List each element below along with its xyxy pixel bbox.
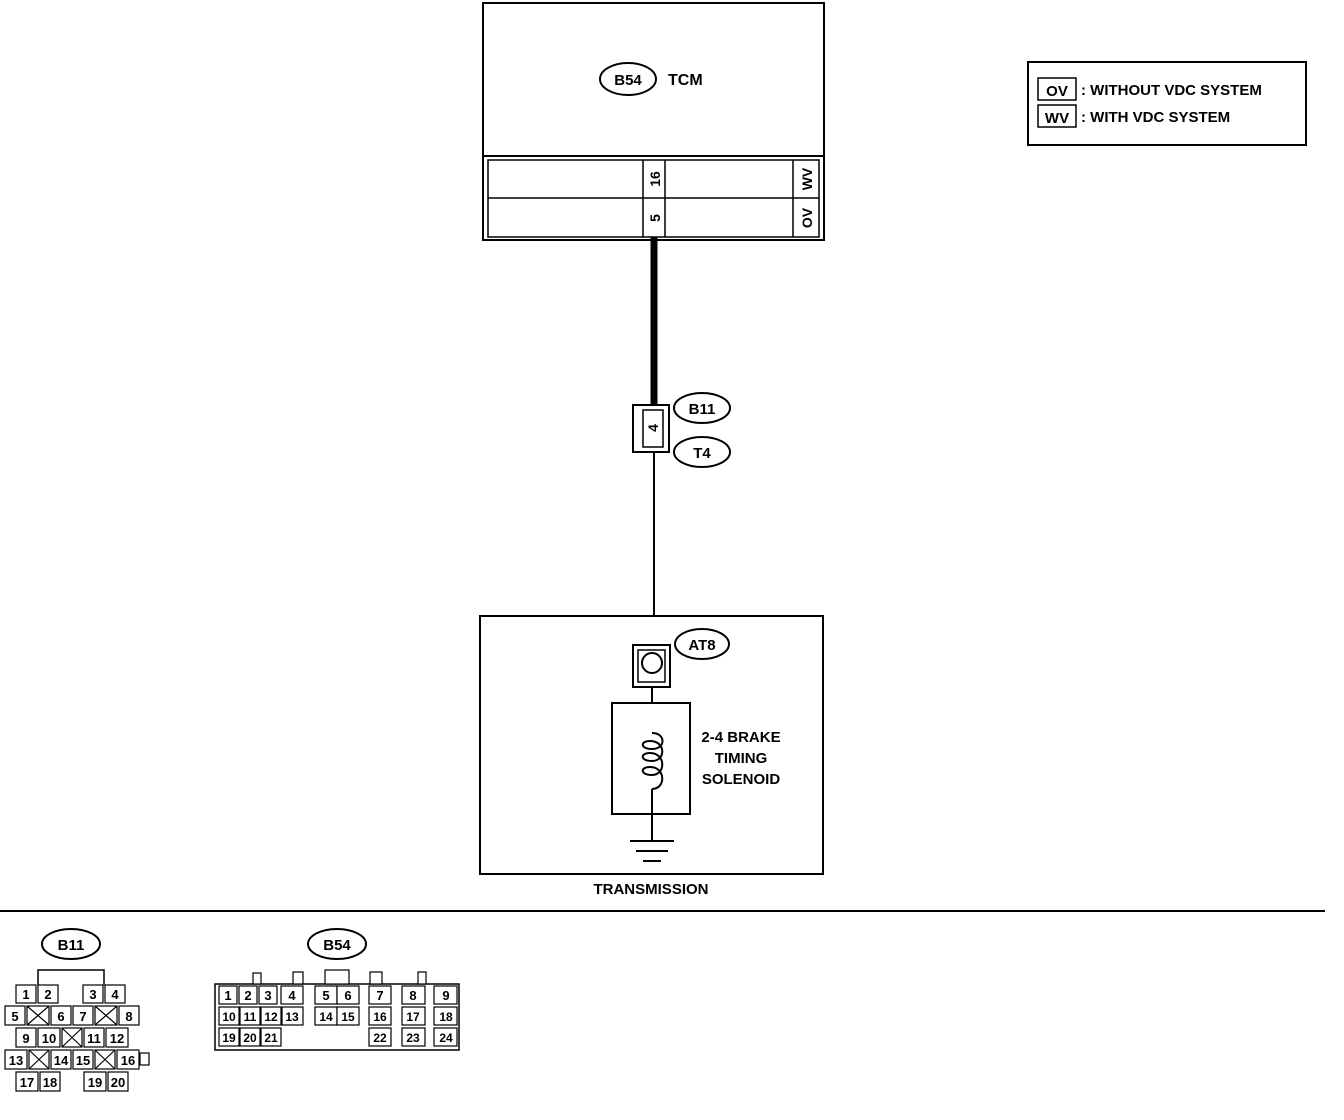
b11-pin: 4: [111, 987, 119, 1002]
b11-pin: 8: [125, 1009, 132, 1024]
b54-pin: 6: [344, 988, 351, 1003]
tcm-pin-upper: 16: [647, 171, 663, 187]
b54-pin: 13: [285, 1010, 299, 1024]
b11-pin: 14: [54, 1053, 69, 1068]
solenoid-label-line2: TIMING: [715, 750, 768, 767]
b11-pin: 17: [20, 1075, 34, 1090]
b54-pin: 19: [222, 1031, 236, 1045]
b54-pin: 21: [264, 1031, 278, 1045]
b54-pin: 18: [439, 1010, 453, 1024]
b54-pin: 23: [406, 1031, 420, 1045]
b11-pin: 9: [22, 1031, 29, 1046]
b54-pin: 3: [264, 988, 271, 1003]
b54-pin: 24: [439, 1031, 453, 1045]
solenoid-label-line1: 2-4 BRAKE: [701, 729, 780, 746]
legend-code-wv: WV: [1045, 110, 1069, 127]
b11-pin: 5: [11, 1009, 18, 1024]
b54-pin: 1: [224, 988, 231, 1003]
b11-pin: 7: [79, 1009, 86, 1024]
b54-pin: 12: [264, 1010, 278, 1024]
joint-connector: 4 B11 T4: [632, 392, 731, 468]
legend: OV : WITHOUT VDC SYSTEM WV : WITH VDC SY…: [1027, 61, 1307, 146]
b54-pin: 20: [243, 1031, 257, 1045]
b54-pin: 8: [409, 988, 416, 1003]
tcm-connector-id: B54: [614, 72, 642, 89]
b11-pin: 19: [88, 1075, 102, 1090]
b54-pin: 9: [442, 988, 449, 1003]
b54-pin: 22: [373, 1031, 387, 1045]
tcm-name: TCM: [668, 72, 703, 89]
b54-pin: 14: [319, 1010, 333, 1024]
legend-desc-wv: : WITH VDC SYSTEM: [1081, 109, 1230, 126]
joint-connector-a: B11: [689, 401, 716, 418]
b54-pin: 7: [376, 988, 383, 1003]
transmission-block: TRANSMISSION AT8 2-4 BRAKE TIMING SOLENO…: [479, 615, 824, 898]
connector-b11-face: B11 1 2 3 4 5 6 7 8: [4, 928, 150, 1092]
b11-pin: 12: [110, 1031, 124, 1046]
b11-pin: 15: [76, 1053, 90, 1068]
b54-pin: 11: [244, 1010, 257, 1024]
joint-pin: 4: [645, 424, 661, 432]
at8-connector-id: AT8: [688, 637, 715, 654]
ground-icon: [630, 840, 674, 862]
joint-connector-b: T4: [693, 445, 711, 462]
b11-pin: 20: [111, 1075, 125, 1090]
solenoid-coil-icon: [641, 732, 664, 790]
b54-pin: 10: [222, 1010, 236, 1024]
b54-badge: [307, 928, 367, 960]
legend-code-box-wv: [1037, 104, 1077, 128]
b11-pin: 11: [87, 1031, 101, 1046]
b11-pin: 2: [44, 987, 51, 1002]
solenoid-label-line3: SOLENOID: [702, 771, 781, 788]
joint-connector-a-badge: [673, 392, 731, 424]
b54-pin: 16: [373, 1010, 387, 1024]
b54-pin: 5: [322, 988, 329, 1003]
b54-id: B54: [323, 937, 351, 954]
tcm-variant-lower: OV: [799, 207, 815, 228]
b11-id: B11: [58, 937, 85, 954]
b11-pin: 6: [57, 1009, 64, 1024]
b11-pin: 1: [22, 987, 29, 1002]
at8-connector-badge: [674, 628, 730, 660]
b11-pin: 18: [43, 1075, 57, 1090]
b54-pin: 4: [288, 988, 296, 1003]
legend-desc-ov: : WITHOUT VDC SYSTEM: [1081, 82, 1262, 99]
b11-pin: 10: [42, 1031, 56, 1046]
b11-pin: 13: [9, 1053, 23, 1068]
b11-pin: 3: [89, 987, 96, 1002]
b11-badge: [41, 928, 101, 960]
tcm-module: B54 TCM 16 5 WV OV: [482, 2, 825, 241]
b54-pin: 15: [341, 1010, 355, 1024]
legend-code-box-ov: [1037, 77, 1077, 101]
b54-pin: 2: [244, 988, 251, 1003]
tcm-connector-badge: [599, 62, 657, 96]
connector-b54-face: B54 1 2 3 4 5 6 7 8 9: [214, 928, 460, 1051]
legend-code-ov: OV: [1046, 83, 1068, 100]
transmission-label: TRANSMISSION: [593, 881, 708, 898]
tcm-variant-upper: WV: [799, 167, 815, 190]
joint-connector-b-badge: [673, 436, 731, 468]
at8-terminal-icon: [641, 652, 663, 674]
tcm-pin-lower: 5: [647, 214, 663, 222]
b11-pin: 16: [121, 1053, 135, 1068]
b54-pin: 17: [406, 1010, 420, 1024]
